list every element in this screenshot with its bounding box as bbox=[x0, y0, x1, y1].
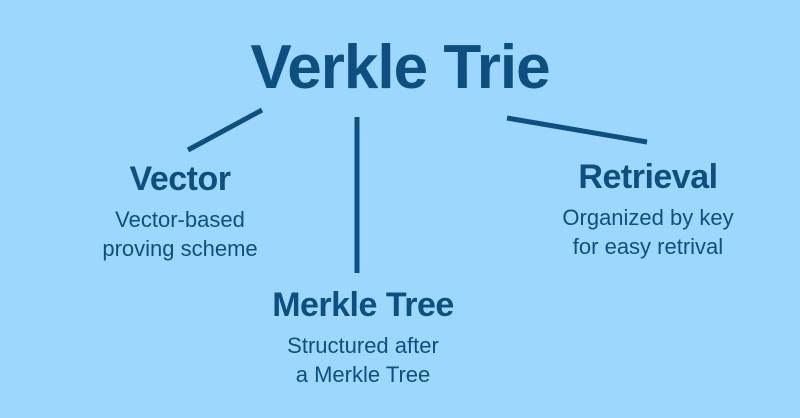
branch-title-retrieval: Retrieval bbox=[578, 158, 718, 196]
root-node-title: Verkle Trie bbox=[250, 33, 550, 102]
branch-node-retrieval: Retrieval Organized by key for easy retr… bbox=[498, 156, 798, 262]
branch-description-vector: Vector-based proving scheme bbox=[102, 207, 258, 262]
root-node: Verkle Trie bbox=[0, 33, 800, 103]
branch-description-retrieval: Organized by key for easy retrival bbox=[562, 205, 734, 260]
branch-description-merkle: Structured after a Merkle Tree bbox=[287, 333, 439, 388]
connector-root-to-vector bbox=[186, 107, 264, 153]
connector-root-to-retrieval bbox=[506, 115, 648, 145]
branch-node-vector: Vector Vector-based proving scheme bbox=[30, 158, 330, 264]
branch-title-vector: Vector bbox=[129, 160, 231, 198]
branch-title-merkle: Merkle Tree bbox=[272, 286, 454, 324]
branch-node-merkle: Merkle Tree Structured after a Merkle Tr… bbox=[213, 284, 513, 390]
